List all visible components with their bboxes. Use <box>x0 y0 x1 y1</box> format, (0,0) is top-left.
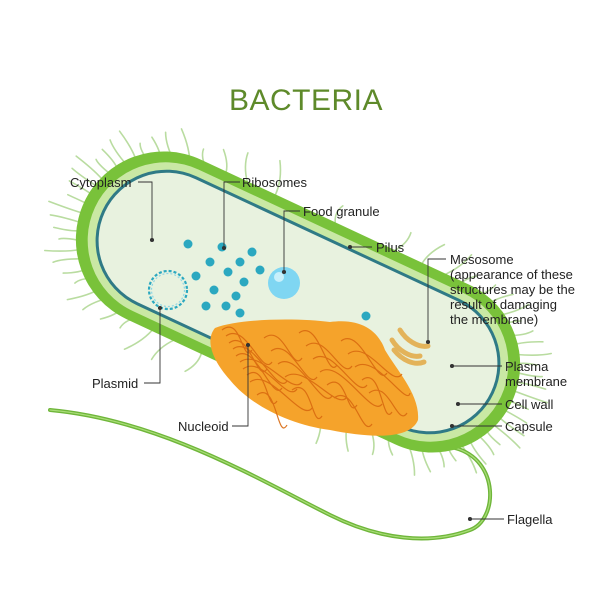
ribosome <box>235 257 245 267</box>
pilus <box>184 352 203 373</box>
ribosome <box>191 271 201 281</box>
pilus <box>518 372 543 378</box>
label-mesosome-line-3: structures may be the <box>450 282 575 297</box>
pilus <box>515 352 552 356</box>
mesosome <box>389 327 431 366</box>
nucleoid-strand <box>263 334 303 362</box>
nucleoid-strand <box>270 347 318 381</box>
pilus <box>58 237 79 241</box>
label-capsule: Capsule <box>505 419 553 434</box>
food-granule-shine <box>274 272 284 282</box>
plasmid <box>147 269 189 311</box>
ribosome <box>239 277 249 287</box>
nucleoid-strand <box>239 358 303 386</box>
pilus <box>515 390 548 404</box>
pilus <box>244 152 249 184</box>
ribosome <box>201 301 211 311</box>
ribosome <box>361 311 371 321</box>
label-mesosome: Mesosome (appearance of these structures… <box>450 252 575 327</box>
pilus <box>486 430 501 446</box>
label-pilus: Pilus <box>376 240 405 255</box>
nucleoid-strand <box>249 378 313 412</box>
ribosome <box>247 247 257 257</box>
nucleoid-strand <box>298 330 338 368</box>
label-mesosome-line-1: Mesosome <box>450 252 514 267</box>
pilus <box>101 148 119 170</box>
leader-lines <box>138 181 504 522</box>
pilus <box>517 381 547 390</box>
pilus <box>150 339 176 361</box>
ribosome <box>235 308 245 318</box>
ribosome <box>183 239 193 249</box>
ribosomes-group <box>183 239 265 318</box>
label-flagella: Flagella <box>507 512 553 527</box>
ribosome <box>223 267 233 277</box>
nucleoid-strand <box>246 371 278 405</box>
nucleoid-strand <box>305 342 353 370</box>
ribosome <box>209 285 219 295</box>
nucleoid-strands <box>221 326 411 429</box>
pilus <box>53 226 78 232</box>
pilus <box>420 243 446 265</box>
nucleoid-strand <box>242 365 298 393</box>
pilus <box>49 214 79 223</box>
flagellum-highlight <box>49 409 491 540</box>
nucleoid-strand <box>291 386 323 420</box>
pilus <box>500 418 525 437</box>
label-plasma-membrane-line-1: Plasma <box>505 359 549 374</box>
pilus <box>334 205 344 223</box>
label-nucleoid: Nucleoid <box>178 419 229 434</box>
pilus <box>505 410 528 424</box>
nucleoid-strand <box>256 392 288 429</box>
pilus <box>75 155 103 180</box>
pilus <box>274 159 282 196</box>
label-mesosome-line-5: the membrane) <box>450 312 539 327</box>
pilus <box>393 231 412 252</box>
pilus <box>44 248 81 252</box>
nucleoid <box>210 319 419 436</box>
label-ribosomes: Ribosomes <box>242 175 308 190</box>
pilus <box>511 400 529 411</box>
nucleoid-strand <box>284 373 348 401</box>
label-plasma-membrane-line-2: membrane <box>505 374 568 389</box>
nucleoid-strand <box>368 389 408 417</box>
nucleoid-strand <box>347 350 403 378</box>
nucleoid-strand <box>354 363 411 397</box>
ribosome <box>205 257 215 267</box>
nucleoid-strand <box>333 394 373 428</box>
pilus <box>71 167 96 186</box>
label-cytoplasm: Cytoplasm <box>70 175 132 190</box>
nucleoid-strand <box>319 369 383 407</box>
label-plasma-membrane: Plasma membrane <box>505 359 567 389</box>
ribosome <box>255 265 265 275</box>
ribosome <box>221 301 231 311</box>
pilus <box>68 180 91 194</box>
pilus <box>67 193 85 204</box>
label-cell-wall: Cell wall <box>505 397 554 412</box>
pilus <box>477 434 495 456</box>
plasmid-inner <box>150 272 186 308</box>
label-mesosome-line-4: result of damaging <box>450 297 557 312</box>
label-food-granule: Food granule <box>303 204 380 219</box>
nucleoid-strand <box>361 377 393 415</box>
pilus <box>95 158 110 174</box>
label-mesosome-line-2: (appearance of these <box>450 267 573 282</box>
nucleoid-strand <box>225 332 273 366</box>
pilus <box>493 424 521 449</box>
nucleoid-strand <box>312 355 368 389</box>
pilus <box>48 200 81 214</box>
ribosome <box>231 291 241 301</box>
pilus <box>123 327 155 350</box>
label-plasmid: Plasmid <box>92 376 139 391</box>
cytoplasm <box>98 172 498 432</box>
diagram-title: BACTERIA <box>228 84 384 117</box>
